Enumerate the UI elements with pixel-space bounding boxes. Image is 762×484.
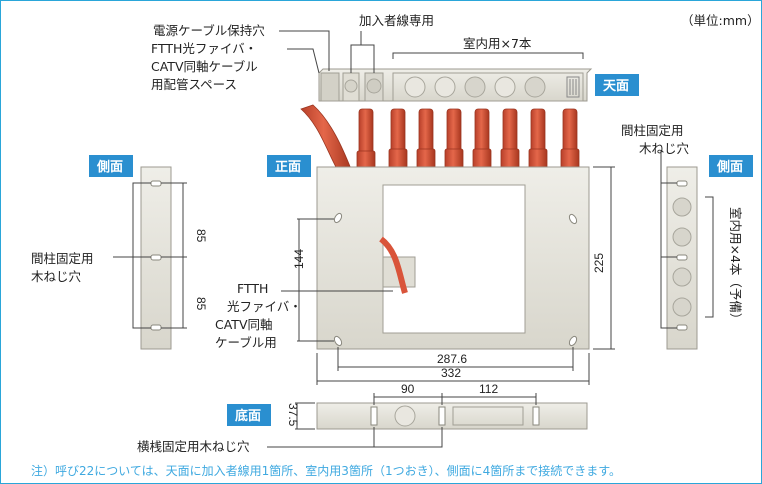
side-right-knockout-4	[672, 297, 692, 317]
bottom-slot-2	[438, 406, 446, 426]
side-right-knockout-2	[672, 227, 692, 247]
side-right-label: 側面	[716, 159, 743, 175]
indoor-x7-bracket	[392, 52, 584, 59]
front-view	[316, 166, 590, 350]
dim-bottom-depth: 37.5	[286, 403, 300, 427]
dim-front-hole-width: 287.6	[437, 352, 467, 366]
side-left-view	[140, 166, 172, 350]
conduit-indoor-1	[388, 108, 408, 170]
side-left-hole-bottom	[150, 324, 162, 331]
subscriber-only-label: 加入者線専用	[359, 13, 434, 28]
side-left-hole-mid	[150, 254, 162, 261]
footnote: 注）呼び22については、天面に加入者線用1箇所、室内用3箇所（1つおき）、側面に…	[31, 463, 621, 478]
side-left-hole-top	[150, 180, 162, 187]
crossbar-screw-label: 横桟固定用木ねじ穴	[137, 439, 250, 454]
side-left-dim-lines	[113, 182, 187, 329]
subscriber-only-leader	[350, 31, 375, 73]
ftth-front-line3: CATV同軸	[215, 317, 273, 332]
side-right-hole-bottom	[676, 324, 688, 331]
bottom-slot-1	[370, 406, 378, 426]
bottom-view	[316, 402, 588, 430]
conduit-indoor-7	[560, 108, 580, 170]
front-dim-lines	[297, 166, 615, 385]
top-view	[318, 68, 593, 102]
post-screw-right-line1: 間柱固定用	[621, 123, 684, 138]
front-screw-hole-bl	[333, 335, 343, 347]
dim-front-height: 225	[592, 253, 606, 273]
bottom-knockout	[394, 405, 416, 427]
side-right-badge	[709, 155, 753, 177]
front-ftth-cable	[379, 236, 408, 294]
side-right-hole-mid	[676, 254, 688, 261]
dim-front-width: 332	[441, 366, 461, 380]
post-screw-left-line1: 間柱固定用	[31, 251, 94, 266]
ftth-front-line2: 光ファイバ・	[227, 299, 302, 314]
top-view-label: 天面	[603, 79, 629, 94]
front-screw-hole-br	[568, 335, 578, 347]
bottom-slot-3	[532, 406, 540, 426]
conduit-indoor-6	[528, 108, 548, 170]
side-right-leaders	[660, 151, 714, 329]
ftth-space-line3: 用配管スペース	[151, 77, 237, 92]
conduit-indoor-2	[416, 108, 436, 170]
side-left-badge	[89, 155, 133, 177]
side-left-label: 側面	[96, 159, 123, 175]
ftth-space-line2: CATV同軸ケーブル	[151, 59, 258, 74]
side-right-knockout-3	[672, 267, 692, 287]
conduit-subscriber	[356, 108, 376, 170]
front-view-label: 正面	[275, 160, 301, 175]
dim-bottom-left: 90	[401, 382, 415, 396]
conduit-indoor-4	[472, 108, 492, 170]
indoor-x4-spare-label: 室内用×4本（予備）	[728, 207, 743, 325]
side-right-view	[666, 166, 698, 350]
front-screw-hole-tr	[568, 213, 578, 225]
bottom-view-badge	[227, 404, 271, 426]
dim-side-upper: 85	[194, 229, 208, 243]
bottom-dim-lines	[267, 393, 537, 448]
power-cable-hole-leader	[279, 30, 330, 71]
ftth-space-leader	[287, 48, 320, 74]
ftth-space-line1: FTTH光ファイバ・	[151, 41, 257, 56]
conduit-indoor-5	[500, 108, 520, 170]
conduit-indoor-3	[444, 108, 464, 170]
dim-front-hole-span: 144	[292, 249, 306, 269]
side-right-knockout-1	[672, 197, 692, 217]
post-screw-left-line2: 木ねじ穴	[31, 269, 82, 284]
conduit-group	[300, 104, 580, 170]
indoor-x7-label: 室内用×7本	[463, 36, 532, 51]
power-cable-hole-label: 電源ケーブル保持穴	[153, 23, 265, 38]
front-view-badge	[267, 155, 311, 177]
side-right-hole-top	[676, 180, 688, 187]
dim-side-lower: 85	[194, 297, 208, 311]
bottom-view-label: 底面	[235, 408, 261, 424]
ftth-front-line1: FTTH	[237, 281, 268, 296]
post-screw-right-line2: 木ねじ穴	[639, 141, 690, 156]
front-screw-hole-tl	[333, 212, 343, 224]
ftth-front-line4: ケーブル用	[215, 335, 277, 350]
unit-label: （単位:mm）	[681, 13, 760, 28]
dim-bottom-right: 112	[479, 382, 498, 396]
top-view-badge	[595, 74, 639, 96]
